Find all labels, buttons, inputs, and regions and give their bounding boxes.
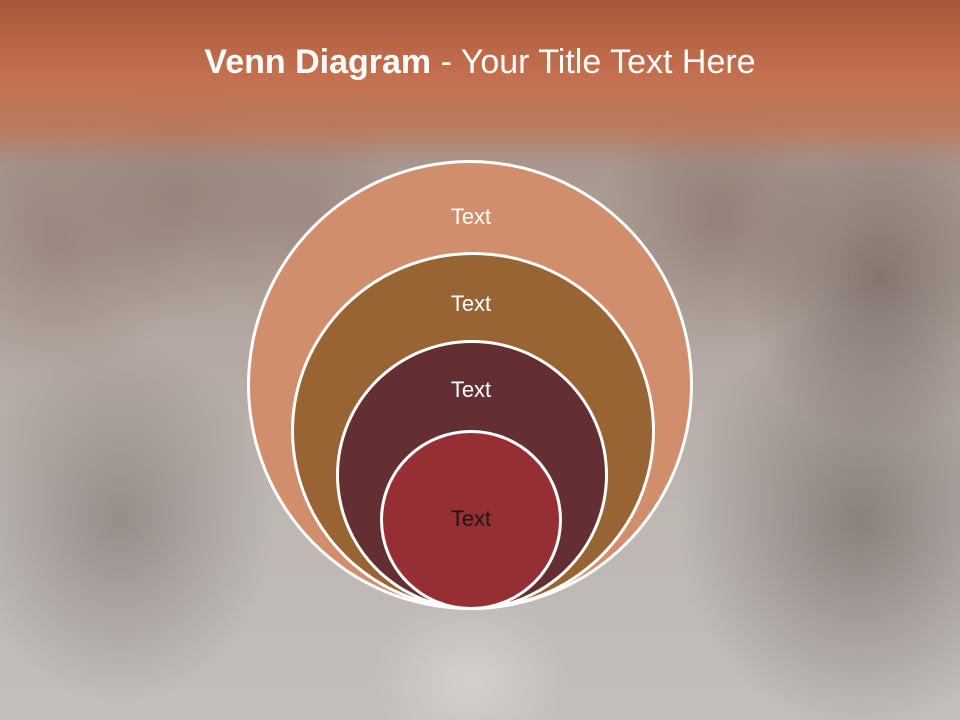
slide-title-rest: - Your Title Text Here (431, 43, 756, 81)
venn-label-second[interactable]: Text (450, 291, 492, 316)
venn-label-inner[interactable]: Text (450, 506, 492, 531)
slide-title-bold: Venn Diagram (204, 43, 432, 81)
title-band (0, 0, 960, 165)
venn-label-outer[interactable]: Text (450, 204, 492, 229)
slide-title[interactable]: Venn Diagram - Your Title Text Here (0, 38, 960, 86)
venn-circle-inner[interactable] (380, 430, 562, 610)
venn-label-third[interactable]: Text (450, 377, 492, 402)
